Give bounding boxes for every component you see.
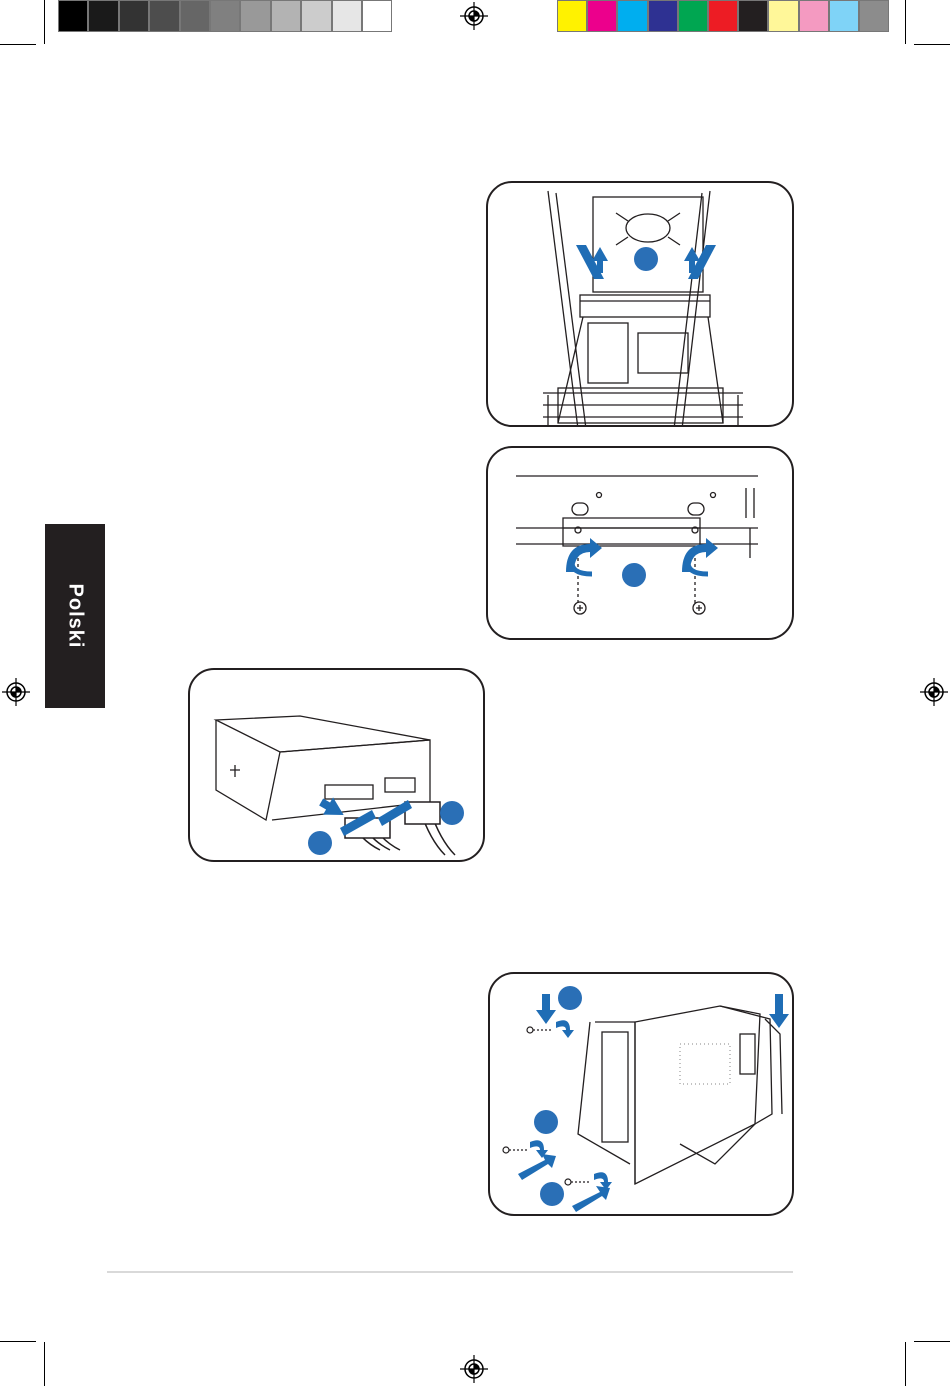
step-callout-1 <box>634 247 658 271</box>
step-callout-6 <box>534 1110 558 1134</box>
step-callout-5 <box>558 986 582 1010</box>
crop-mark <box>914 44 950 45</box>
gray-swatch <box>149 0 179 32</box>
registration-mark-icon <box>2 678 30 706</box>
crop-mark <box>905 1342 906 1386</box>
crop-mark <box>914 1341 950 1342</box>
color-swatch <box>557 0 587 32</box>
step-callout-2 <box>622 563 646 587</box>
crop-mark <box>0 1341 36 1342</box>
figure-remove-drive-cage <box>486 181 794 427</box>
crop-mark <box>44 0 45 44</box>
figure-secure-drive-screws <box>486 446 794 640</box>
step-callout-4 <box>308 831 332 855</box>
gray-swatch <box>210 0 240 32</box>
color-swatch <box>648 0 678 32</box>
registration-mark-icon <box>460 1355 488 1383</box>
drive-cage-illustration <box>488 183 794 427</box>
language-tab-label: Polski <box>64 584 87 649</box>
color-swatch <box>678 0 708 32</box>
color-swatch <box>829 0 859 32</box>
color-swatch <box>768 0 798 32</box>
crop-mark <box>44 1342 45 1386</box>
crop-mark <box>905 0 906 44</box>
color-swatch <box>859 0 889 32</box>
gray-swatch <box>332 0 362 32</box>
crop-mark <box>0 44 36 45</box>
figure-connect-drive-cables <box>188 668 485 862</box>
color-swatch <box>617 0 647 32</box>
gray-swatch <box>362 0 392 32</box>
optical-drive-illustration <box>190 670 485 862</box>
registration-mark-icon <box>460 2 488 30</box>
gray-swatch <box>240 0 270 32</box>
color-swatch <box>708 0 738 32</box>
screw-illustration <box>488 448 794 640</box>
gray-swatch <box>301 0 331 32</box>
color-swatch <box>799 0 829 32</box>
step-callout-3 <box>440 801 464 825</box>
chassis-cover-illustration <box>490 974 794 1216</box>
registration-mark-icon <box>920 678 948 706</box>
gray-swatch <box>58 0 88 32</box>
gray-swatch <box>88 0 118 32</box>
step-callout-7 <box>540 1182 564 1206</box>
figure-reinstall-side-cover <box>488 972 794 1216</box>
language-side-tab: Polski <box>45 524 105 708</box>
color-swatch <box>738 0 768 32</box>
footer-divider <box>107 1271 793 1273</box>
gray-swatch <box>119 0 149 32</box>
gray-swatch <box>180 0 210 32</box>
gray-swatch <box>271 0 301 32</box>
color-swatch <box>587 0 617 32</box>
